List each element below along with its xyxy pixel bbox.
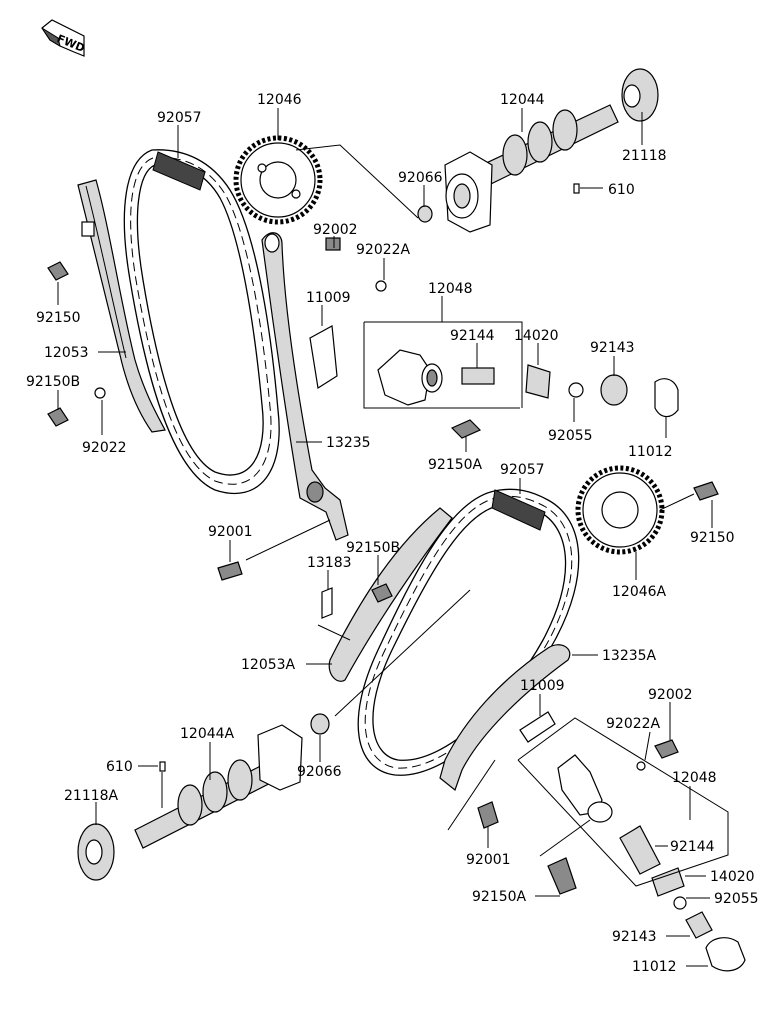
- chain-tensioner-guide-13235: [261, 232, 349, 541]
- label-92022A-top: 92022A: [356, 242, 411, 258]
- camshaft-12044A: [134, 724, 303, 849]
- fwd-arrow-icon: FWD: [41, 19, 87, 57]
- label-92057-top: 92057: [157, 110, 202, 126]
- bolt-92150-right: [693, 481, 719, 501]
- label-21118: 21118: [622, 148, 667, 164]
- label-92057-mid: 92057: [500, 462, 545, 478]
- label-92001-top: 92001: [208, 524, 253, 540]
- label-92150A-bottom: 92150A: [472, 889, 527, 905]
- bolt-92150B-mid: [371, 583, 393, 603]
- label-13183: 13183: [307, 555, 352, 571]
- leader-lines: [57, 108, 729, 967]
- cam-chain-upper: [123, 149, 280, 495]
- label-92002-top: 92002: [313, 222, 358, 238]
- label-92022: 92022: [82, 440, 127, 456]
- bolt-92150A-top: [450, 419, 482, 439]
- bracket-13183: [321, 587, 333, 619]
- camshaft-12044: [444, 104, 619, 233]
- tensioner-12048-top: [377, 349, 679, 418]
- label-12046: 12046: [257, 92, 302, 108]
- label-92143-top: 92143: [590, 340, 635, 356]
- washer-92022A-bottom: [636, 761, 646, 771]
- label-92066-bottom: 92066: [297, 764, 342, 780]
- label-92022A-bottom: 92022A: [606, 716, 661, 732]
- pin-610-bottom: [159, 761, 166, 772]
- label-12048-top: 12048: [428, 281, 473, 297]
- label-12053: 12053: [44, 345, 89, 361]
- label-12044A: 12044A: [180, 726, 235, 742]
- label-92066-top: 92066: [398, 170, 443, 186]
- label-610-top: 610: [608, 182, 635, 198]
- sprocket-12046A: [575, 465, 665, 555]
- part-number-labels: 12046 92057 12044 21118 92066 610 92002 …: [26, 92, 759, 975]
- pin-610-top: [573, 183, 580, 194]
- label-12053A: 12053A: [241, 657, 296, 673]
- label-14020-bottom: 14020: [710, 869, 755, 885]
- label-12046A: 12046A: [612, 584, 667, 600]
- washer-92022: [94, 387, 106, 399]
- gasket-11009-bottom: [519, 711, 556, 743]
- bolt-92150B-left: [47, 407, 69, 427]
- label-92001-bottom: 92001: [466, 852, 511, 868]
- bolt-92150-top: [47, 261, 69, 281]
- tensioner-12048-bottom: [557, 754, 746, 972]
- label-92144-bottom: 92144: [670, 839, 715, 855]
- bolt-92150A-bottom: [547, 857, 577, 895]
- label-12048-bottom: 12048: [672, 770, 717, 786]
- plug-92066-bottom: [310, 713, 330, 735]
- bolt-92001-bottom: [477, 801, 499, 829]
- label-21118A: 21118A: [64, 788, 119, 804]
- label-92144-top: 92144: [450, 328, 495, 344]
- label-610-bottom: 610: [106, 759, 133, 775]
- label-92150-right: 92150: [690, 530, 735, 546]
- label-92143-bottom: 92143: [612, 929, 657, 945]
- label-92055-top: 92055: [548, 428, 593, 444]
- label-92055-bottom: 92055: [714, 891, 759, 907]
- plug-92066-top: [417, 205, 433, 223]
- label-92150B-left: 92150B: [26, 374, 80, 390]
- rotor-21118A: [77, 823, 115, 881]
- label-13235: 13235: [326, 435, 371, 451]
- label-11009-bottom: 11009: [520, 678, 565, 694]
- bolt-92002-bottom: [654, 739, 679, 759]
- label-14020-top: 14020: [514, 328, 559, 344]
- bolt-92001-top: [217, 561, 243, 581]
- sprocket-12046: [233, 135, 323, 225]
- rotor-21118: [621, 68, 659, 122]
- label-92150: 92150: [36, 310, 81, 326]
- label-92150A-top: 92150A: [428, 457, 483, 473]
- label-92002-bottom: 92002: [648, 687, 693, 703]
- chain-tensioner-guide-13235A: [439, 644, 571, 791]
- label-11012-top: 11012: [628, 444, 673, 460]
- chain-guide-12053: [77, 179, 166, 433]
- label-13235A: 13235A: [602, 648, 657, 664]
- label-11012-bottom: 11012: [632, 959, 677, 975]
- bolt-92002-top: [325, 237, 387, 292]
- label-11009-top: 11009: [306, 290, 351, 306]
- gasket-11009-top: [309, 325, 338, 389]
- label-12044: 12044: [500, 92, 545, 108]
- label-92150B-mid: 92150B: [346, 540, 400, 556]
